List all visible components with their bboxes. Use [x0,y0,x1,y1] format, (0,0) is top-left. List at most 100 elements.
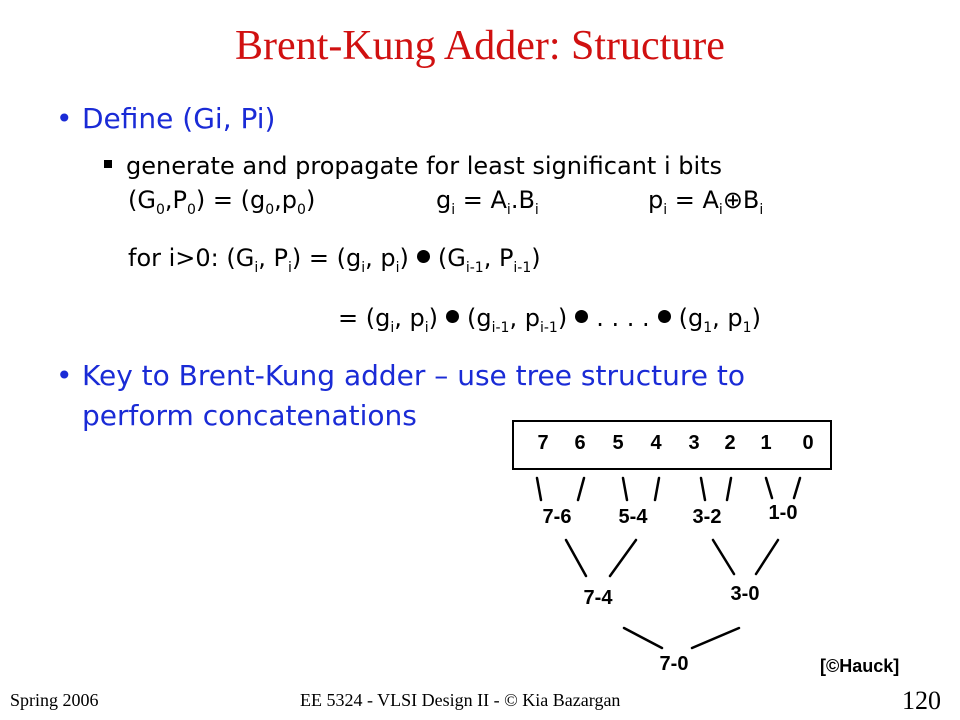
square-bullet-icon [104,160,112,168]
level2-node: 7-4 [584,587,614,609]
for-line: for i>0: (Gi, Pi) = (gi, pi)(Gi-1, Pi-1) [128,244,541,276]
footer-course: EE 5324 - VLSI Design II - © Kia Bazarga… [300,690,621,710]
eq-text: , p [509,304,540,332]
p-definition: pi = Ai⊕Bi [648,186,763,218]
g-sub: i [534,201,539,218]
xor-icon: ⊕ [722,186,743,214]
bit-label: 7 [537,432,548,454]
ellipsis-text: . . . . [596,304,650,332]
concat-dot-icon [657,309,671,323]
level1-node: 7-6 [543,506,572,528]
bullet-define: • Define (Gi, Pi) [56,102,275,135]
for-text: , p [365,244,396,272]
tree-edge [754,538,780,576]
tree-edge [576,476,586,502]
for-text: ) = (g [291,244,362,272]
footer-date: Spring 2006 [10,690,99,710]
eq-text: ) [557,304,568,332]
eq-text: (g [467,304,492,332]
p-sub: i [663,201,668,218]
tree-edge [699,476,707,502]
for-text: , P [258,244,288,272]
bit-label: 5 [612,432,623,454]
tree-edge [725,476,733,502]
bit-label: 3 [688,432,699,454]
bit-label: 2 [724,432,735,454]
p-sub: i [718,201,723,218]
bullet-dot: • [56,102,73,135]
bullet-key-line2: perform concatenations [82,399,417,432]
for-sub: i [361,259,366,276]
tree-edge [564,538,588,578]
eq-sub: i [424,319,429,336]
def-sub: 0 [265,201,275,218]
for-sub: i [395,259,400,276]
p-text: = A [667,186,719,214]
eq-text: ) [751,304,761,332]
def-text: ,P [164,186,187,214]
g-text: g [436,186,452,214]
bullet-define-text: Define (Gi, Pi) [82,102,276,135]
def-sub: 0 [155,201,165,218]
level1-node: 5-4 [619,506,649,528]
def-sub: 0 [297,201,306,218]
bullet-dot: • [56,359,73,392]
g-sub: i [506,201,511,218]
eq-text: ) [428,304,438,332]
for-text: , P [483,244,514,272]
p-text: p [648,186,664,214]
g-text: .B [510,186,535,214]
definition-line: (G0,P0) = (g0,p0) [128,186,315,218]
tree-edge [535,476,543,502]
slide-title: Brent-Kung Adder: Structure [235,23,725,69]
bit-label: 1 [760,432,771,454]
g-text: = A [455,186,507,214]
eq-text: , p [394,304,425,332]
concat-dot-icon [416,249,430,263]
expansion-line: = (gi, pi)(gi-1, pi-1). . . .(g1, p1) [338,304,761,336]
eq-text: , p [712,304,743,332]
tree-edge [622,626,664,650]
level3-node: 7-0 [660,653,689,675]
for-text: for i>0: (G [128,244,255,272]
g-definition: gi = Ai.Bi [436,186,539,218]
tree-edge [711,538,736,576]
g-sub: i [451,201,456,218]
bullet-key-line1: Key to Brent-Kung adder – use tree struc… [82,359,745,392]
for-sub: i-1 [513,259,532,276]
p-text: B [742,186,760,214]
level1-node: 3-2 [693,506,722,528]
page-number: 120 [902,686,941,715]
for-text: ) [531,244,541,272]
tree-edges [535,476,802,650]
eq-sub: 1 [703,319,713,336]
bits-box [512,420,832,470]
credit-label: [©Hauck] [820,656,900,676]
level2-node: 3-0 [731,583,760,605]
tree-edge [653,476,661,502]
eq-text: (g [678,304,704,332]
tree-edge [608,538,638,578]
def-text: (G [128,186,156,214]
concat-dot-icon [575,309,589,323]
def-text: ,p [274,186,298,214]
sub-bullet-text: generate and propagate for least signifi… [126,152,723,180]
def-sub: 0 [187,201,196,218]
tree-edge [792,476,802,500]
def-text: ) = (g [195,186,266,214]
tree-edge [621,476,629,502]
eq-sub: i-1 [539,319,558,336]
bit-label: 6 [574,432,585,454]
bit-label: 4 [650,432,662,454]
level1-node: 1-0 [769,502,798,524]
bullet-key: • Key to Brent-Kung adder – use tree stru… [56,356,745,436]
sub-bullet-generate: generate and propagate for least signifi… [104,152,722,180]
p-sub: i [759,201,764,218]
for-text: ) [399,244,409,272]
eq-sub: i [390,319,395,336]
eq-text: = (g [338,304,391,332]
tree-edge [690,626,741,650]
for-sub: i-1 [465,259,484,276]
for-sub: i [254,259,259,276]
